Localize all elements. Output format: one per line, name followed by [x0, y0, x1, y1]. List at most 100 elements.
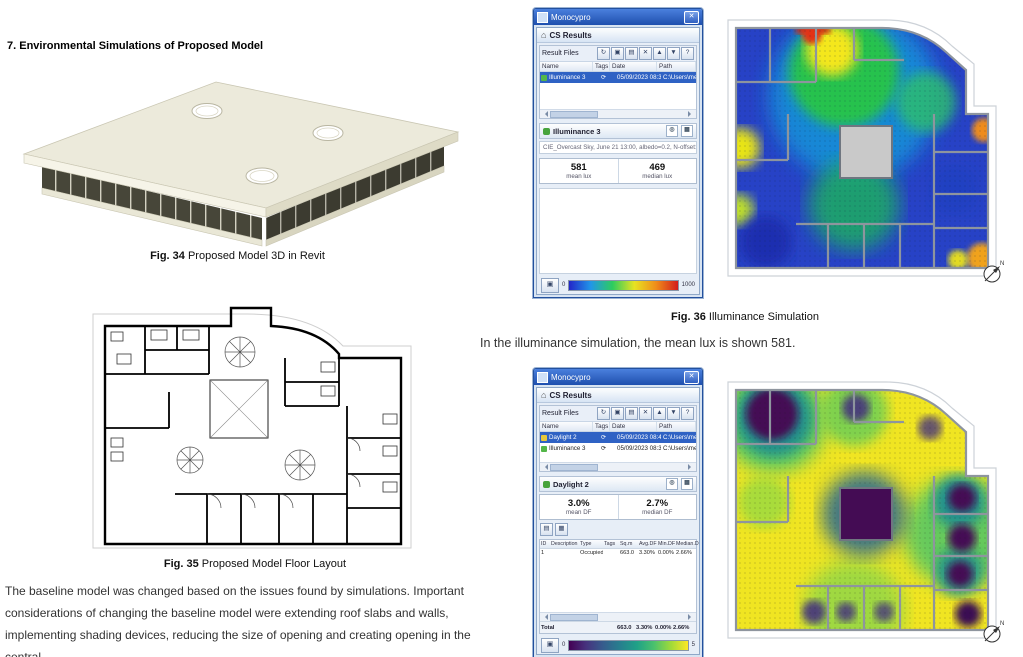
column-name[interactable]: Name — [540, 422, 593, 431]
column-path[interactable]: Path — [657, 62, 696, 71]
scroll-right-icon[interactable] — [688, 614, 694, 620]
move-down-icon[interactable]: ▼ — [667, 47, 680, 60]
help-icon[interactable]: ? — [681, 47, 694, 60]
column-uniformity[interactable]: Unifor — [699, 540, 700, 548]
column-median-df[interactable]: Median.DF — [676, 541, 699, 547]
refresh-icon[interactable]: ↻ — [597, 407, 610, 420]
horizontal-scrollbar[interactable] — [540, 612, 696, 621]
horizontal-scrollbar[interactable] — [540, 109, 696, 118]
legend-gradient-bar — [568, 639, 689, 651]
move-down-icon[interactable]: ▼ — [667, 407, 680, 420]
delete-icon[interactable]: ✕ — [639, 47, 652, 60]
move-up-icon[interactable]: ▲ — [653, 47, 666, 60]
cell-description — [550, 549, 579, 557]
zones-table-header: ID Description Type Tags Sq.m Avg.DF Min… — [540, 540, 699, 549]
file-name: Illuminance 3 — [549, 445, 586, 452]
figure-label: Fig. 35 — [163, 558, 199, 570]
refresh-icon[interactable]: ↻ — [597, 47, 610, 60]
legend-min: 0 — [562, 642, 566, 648]
grid-view-icon[interactable]: ▣ — [611, 47, 624, 60]
horizontal-scrollbar[interactable] — [540, 462, 696, 471]
stat-value: 3.0% — [567, 498, 590, 509]
stat-value: 469 — [649, 162, 666, 173]
scrollbar-thumb[interactable] — [550, 614, 598, 621]
illuminance-section-header[interactable]: Illuminance 3 ◎ ▦ — [539, 123, 697, 139]
column-tags[interactable]: Tags — [595, 422, 610, 431]
sync-icon: ⟳ — [601, 434, 607, 441]
scroll-right-icon[interactable] — [688, 111, 694, 117]
daylight-heatmap-image: N — [727, 381, 1004, 643]
north-arrow-icon: N — [983, 621, 1004, 643]
north-label: N — [1000, 261, 1004, 267]
help-icon[interactable]: ? — [681, 407, 694, 420]
list-view-icon[interactable]: ▤ — [625, 47, 638, 60]
figure-caption-text: Proposed Model Floor Layout — [198, 558, 347, 570]
zone-row[interactable]: 1 Occupied 663.0 3.30% 0.00% 2.66% 0.00 — [540, 549, 696, 557]
scroll-left-icon[interactable] — [542, 464, 548, 470]
result-files-toolbar: Result Files ↻ ▣ ▤ ✕ ▲ ▼ ? — [540, 406, 696, 421]
window-titlebar[interactable]: Monocypro ✕ — [534, 369, 702, 385]
column-date[interactable]: Date — [610, 422, 657, 431]
delete-icon[interactable]: ✕ — [639, 407, 652, 420]
illuminance-heatmap: N — [704, 10, 1014, 292]
display-toggle-button[interactable]: ▣ — [541, 277, 559, 293]
result-files-panel: Result Files ↻ ▣ ▤ ✕ ▲ ▼ ? Name Tags Dat… — [539, 45, 697, 119]
close-icon[interactable]: ✕ — [684, 10, 699, 24]
spiral-stair — [176, 446, 204, 474]
total-sqm: 663.0 — [617, 624, 632, 631]
column-description[interactable]: Description — [551, 541, 578, 547]
file-row-daylight-2[interactable]: Daylight 2 ⟳ 05/09/2023 08:44:02 C:\User… — [540, 432, 696, 443]
target-icon[interactable]: ◎ — [666, 478, 678, 490]
stat-value: 2.7% — [646, 498, 669, 509]
scroll-right-icon[interactable] — [688, 464, 694, 470]
target-icon[interactable]: ◎ — [666, 125, 678, 137]
heatmap-walls — [734, 388, 990, 632]
column-path[interactable]: Path — [657, 422, 696, 431]
stat-label: mean lux — [566, 173, 592, 180]
median-lux-stat: 469 median lux — [617, 159, 697, 183]
cs-results-header[interactable]: ⌂ CS Results — [537, 388, 699, 403]
stat-label: mean DF — [566, 509, 592, 516]
column-tags[interactable]: Tags — [604, 541, 616, 547]
figure-label: Fig. 34 — [150, 250, 185, 262]
column-min-df[interactable]: Min.DF — [658, 541, 675, 547]
daylight-section-header[interactable]: Daylight 2 ◎ ▦ — [539, 476, 697, 492]
section-title: Illuminance 3 — [553, 126, 601, 136]
column-sqm[interactable]: Sq.m — [620, 541, 633, 547]
column-id[interactable]: ID — [541, 541, 547, 547]
file-row-illuminance-3[interactable]: Illuminance 3 ⟳ 05/09/2023 08:37:59 C:\U… — [540, 72, 696, 83]
door-swings — [206, 437, 361, 509]
rows-view-icon[interactable]: ▤ — [540, 523, 553, 536]
scrollbar-thumb[interactable] — [550, 464, 598, 471]
median-df-stat: 2.7% median DF — [617, 495, 697, 519]
column-type[interactable]: Type — [580, 541, 592, 547]
result-leaf-icon — [543, 480, 550, 488]
file-row-illuminance-3[interactable]: Illuminance 3 ⟳ 05/09/2023 08:37:59 C:\U… — [540, 443, 696, 454]
column-tags[interactable]: Tags — [595, 62, 610, 71]
grid-view-icon[interactable]: ▣ — [611, 407, 624, 420]
interior-walls — [105, 326, 401, 544]
roof-overhang-outline — [92, 313, 412, 549]
home-icon: ⌂ — [541, 29, 547, 40]
close-icon[interactable]: ✕ — [684, 370, 699, 384]
roof-outline — [727, 19, 997, 277]
scroll-left-icon[interactable] — [542, 111, 548, 117]
column-date[interactable]: Date — [610, 62, 657, 71]
grid-icon[interactable]: ▦ — [681, 125, 693, 137]
list-view-icon[interactable]: ▤ — [625, 407, 638, 420]
file-date: 05/09/2023 08:37:59 — [617, 445, 661, 452]
cells-view-icon[interactable]: ▦ — [555, 523, 568, 536]
cs-results-header[interactable]: ⌂ CS Results — [537, 28, 699, 43]
column-avg-df[interactable]: Avg.DF — [639, 541, 657, 547]
totals-row: Total 663.0 3.30% 0.00% 2.66% — [540, 621, 696, 633]
column-name[interactable]: Name — [540, 62, 593, 71]
mean-lux-stat: 581 mean lux — [540, 159, 618, 183]
move-up-icon[interactable]: ▲ — [653, 407, 666, 420]
cell-uniformity: 0.00 — [699, 549, 700, 557]
grid-icon[interactable]: ▦ — [681, 478, 693, 490]
scrollbar-thumb[interactable] — [550, 111, 598, 118]
scroll-left-icon[interactable] — [542, 614, 548, 620]
window-titlebar[interactable]: Monocypro ✕ — [534, 9, 702, 25]
cell-avg-df: 3.30% — [639, 550, 655, 556]
display-toggle-button[interactable]: ▣ — [541, 637, 559, 653]
